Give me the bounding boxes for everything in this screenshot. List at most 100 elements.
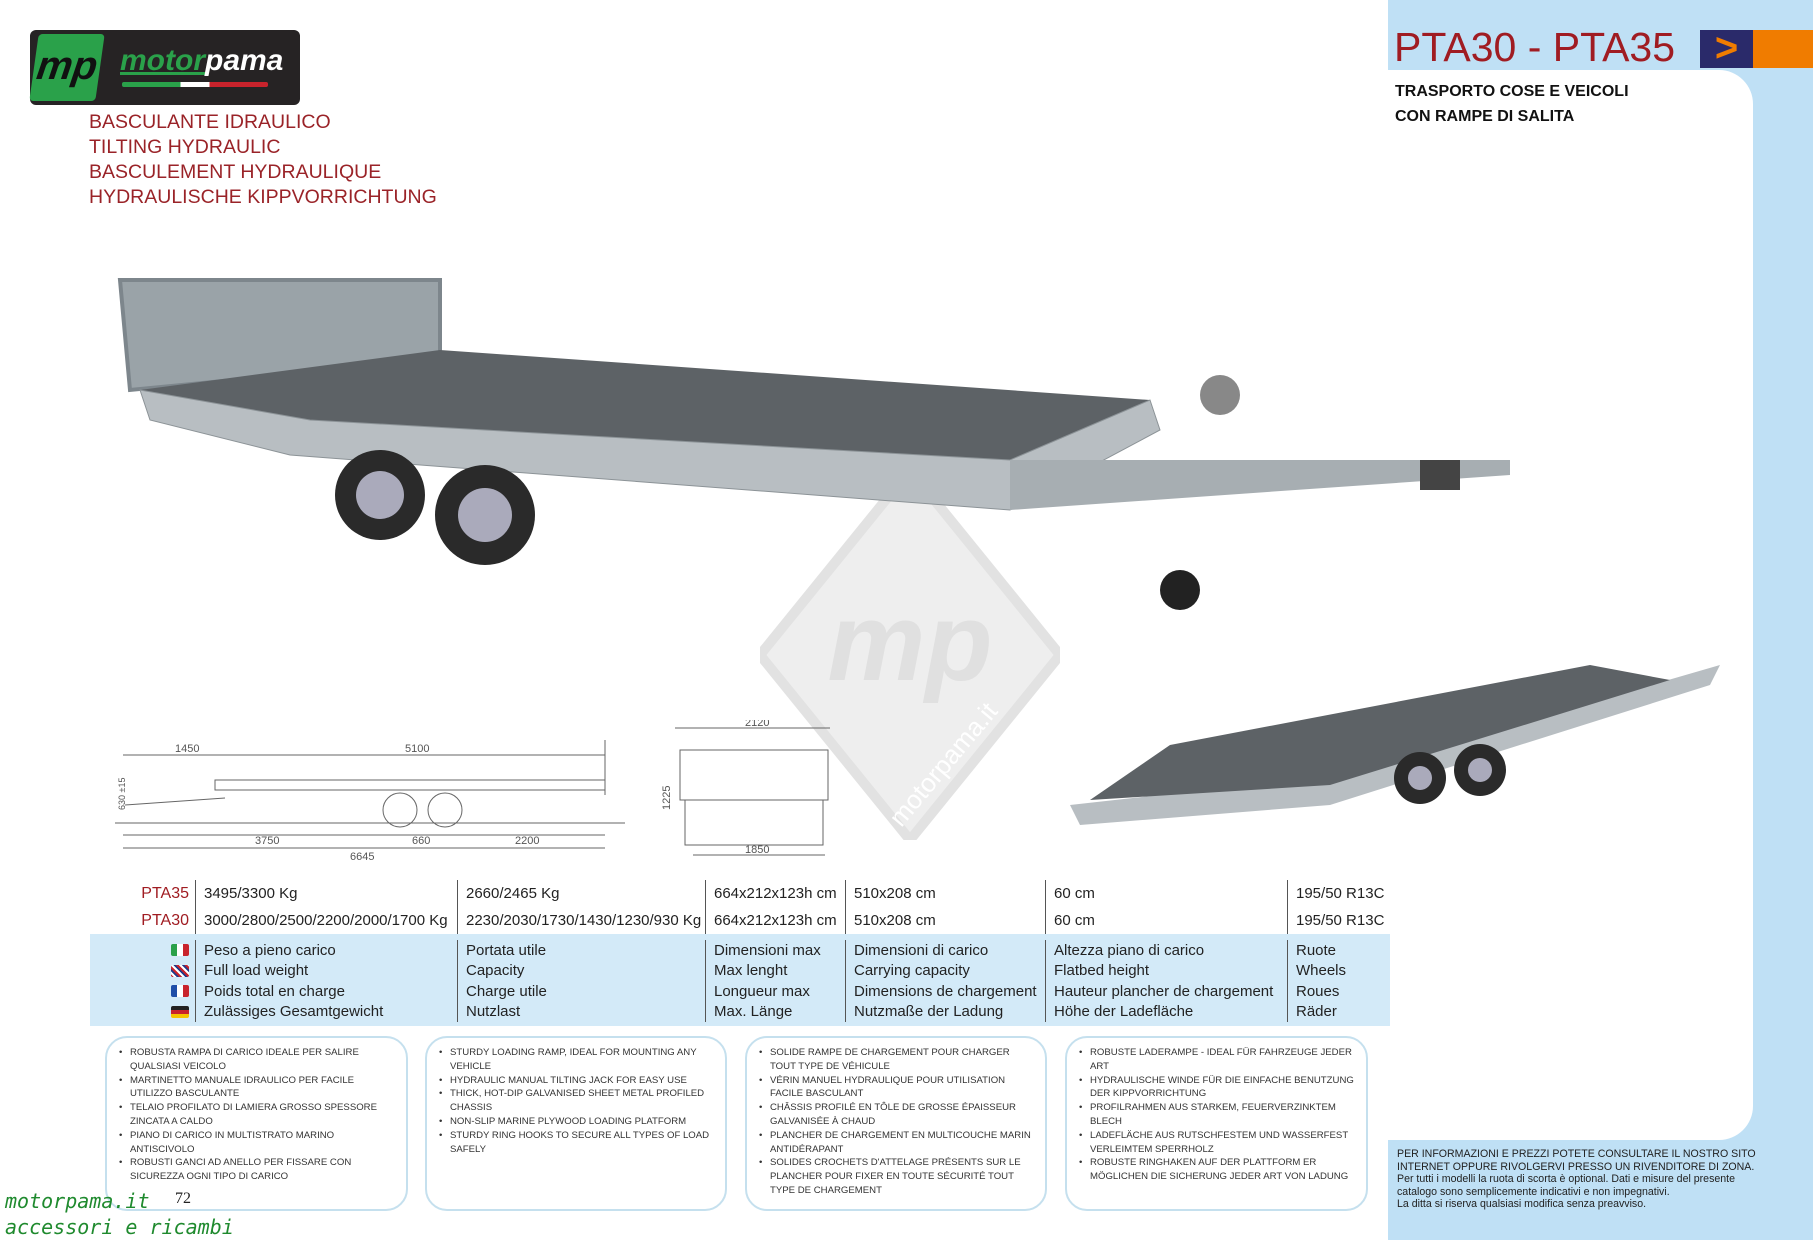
- dim-label: 6645: [350, 851, 374, 863]
- flag-en-icon: [171, 964, 189, 977]
- dim-label: 5100: [405, 743, 429, 755]
- brand-logo: mp motorpama: [29, 30, 300, 105]
- dim-label: 1225: [661, 786, 673, 810]
- feature-item: CHÂSSIS PROFILÉ EN TÔLE DE GROSSE ÉPAISS…: [759, 1101, 1035, 1129]
- table-cell: 60 cm: [1045, 907, 1287, 934]
- label-cell: Dimensioni di carico: [845, 940, 1045, 961]
- table-cell: 3495/3300 Kg: [195, 880, 457, 907]
- feature-item: SOLIDES CROCHETS D'ATTELAGE PRÉSENTS SUR…: [759, 1156, 1035, 1197]
- feature-item: THICK, HOT-DIP GALVANISED SHEET METAL PR…: [439, 1087, 715, 1115]
- site-url[interactable]: motorpama.it: [5, 1189, 150, 1213]
- label-cell: Flatbed height: [1045, 960, 1287, 981]
- footer-note: PER INFORMAZIONI E PREZZI POTETE CONSULT…: [1397, 1148, 1809, 1211]
- page-title: PTA30 - PTA35: [1394, 24, 1676, 70]
- feature-item: MARTINETTO MANUALE IDRAULICO PER FACILE …: [119, 1074, 396, 1102]
- trailer-photo-tilted: [1070, 665, 1720, 825]
- table-cell: 2660/2465 Kg: [457, 880, 705, 907]
- table-cell: 664x212x123h cm: [705, 907, 845, 934]
- table-cell: 2230/2030/1730/1430/1230/930 Kg: [457, 907, 705, 934]
- feature-item: PLANCHER DE CHARGEMENT EN MULTICOUCHE MA…: [759, 1129, 1035, 1157]
- feature-item: ROBUSTI GANCI AD ANELLO PER FISSARE CON …: [119, 1156, 396, 1184]
- table-cell: 60 cm: [1045, 880, 1287, 907]
- feature-item: HYDRAULIC MANUAL TILTING JACK FOR EASY U…: [439, 1074, 715, 1088]
- mp-logo-icon: mp: [29, 34, 105, 101]
- orange-tab: [1753, 30, 1813, 68]
- feature-headings: BASCULANTE IDRAULICO TILTING HYDRAULIC B…: [89, 110, 437, 210]
- features-en: STURDY LOADING RAMP, IDEAL FOR MOUNTING …: [425, 1036, 727, 1211]
- label-cell: Höhe der Ladefläche: [1045, 1001, 1287, 1022]
- logo-text-green: motor: [120, 44, 205, 77]
- dim-label: 630 ±15: [117, 778, 127, 810]
- dim-label: 1850: [745, 844, 769, 856]
- label-cell: Charge utile: [457, 981, 705, 1002]
- heading-de: HYDRAULISCHE KIPPVORRICHTUNG: [89, 186, 437, 208]
- trailer-photo: [117, 278, 1510, 610]
- features-it: ROBUSTA RAMPA DI CARICO IDEALE PER SALIR…: [105, 1036, 408, 1211]
- svg-text:mp: mp: [828, 581, 993, 704]
- label-cell: Wheels: [1287, 960, 1390, 981]
- model-name: PTA30: [141, 911, 189, 929]
- model-name: PTA35: [141, 884, 189, 902]
- features-fr: SOLIDE RAMPE DE CHARGEMENT POUR CHARGER …: [745, 1036, 1047, 1211]
- label-cell: Roues: [1287, 981, 1390, 1002]
- feature-item: SOLIDE RAMPE DE CHARGEMENT POUR CHARGER …: [759, 1046, 1035, 1074]
- technical-drawing: 1450 5100 3750 660 2200 6645 630 ±15 212…: [115, 720, 830, 863]
- footer-line: PER INFORMAZIONI E PREZZI POTETE CONSULT…: [1397, 1148, 1756, 1160]
- label-cell: Dimensions de chargement: [845, 981, 1045, 1002]
- page-number: 72: [175, 1190, 191, 1207]
- table-cell: 195/50 R13C: [1287, 880, 1390, 907]
- site-tagline: accessori e ricambi: [5, 1215, 234, 1239]
- next-arrow-icon[interactable]: >: [1700, 28, 1753, 68]
- features-de: ROBUSTE LADERAMPE - IDEAL FÜR FAHRZEUGE …: [1065, 1036, 1368, 1211]
- flag-it-icon: [171, 944, 189, 957]
- label-cell: Nutzlast: [457, 1001, 705, 1022]
- flag-de-icon: [171, 1005, 189, 1018]
- feature-item: PIANO DI CARICO IN MULTISTRATO MARINO AN…: [119, 1129, 396, 1157]
- footer-line: La ditta si riserva qualsiasi modifica s…: [1397, 1198, 1647, 1211]
- subtitle-line: CON RAMPE DI SALITA: [1395, 108, 1575, 125]
- logo-text: motorpama: [120, 44, 283, 78]
- heading-en: TILTING HYDRAULIC: [89, 136, 281, 158]
- dim-label: 1450: [175, 743, 199, 755]
- label-cell: Longueur max: [705, 981, 845, 1002]
- feature-item: NON-SLIP MARINE PLYWOOD LOADING PLATFORM: [439, 1115, 715, 1129]
- label-cell: Altezza piano di carico: [1045, 940, 1287, 961]
- watermark-logo: mp motorpama.it: [760, 470, 1060, 840]
- label-cell: Nutzmaße der Ladung: [845, 1001, 1045, 1022]
- label-cell: Ruote: [1287, 940, 1390, 961]
- feature-item: STURDY RING HOOKS TO SECURE ALL TYPES OF…: [439, 1129, 715, 1157]
- lang-flag-cell: [90, 940, 195, 961]
- table-cell: 510x208 cm: [845, 907, 1045, 934]
- label-cell: Dimensioni max: [705, 940, 845, 961]
- label-cell: Peso a pieno carico: [195, 940, 457, 961]
- table-row: PTA35 3495/3300 Kg 2660/2465 Kg 664x212x…: [90, 880, 1390, 907]
- feature-item: STURDY LOADING RAMP, IDEAL FOR MOUNTING …: [439, 1046, 715, 1074]
- lang-flag-cell: [90, 961, 195, 982]
- feature-item: HYDRAULISCHE WINDE FÜR DIE EINFACHE BENU…: [1079, 1074, 1356, 1102]
- table-row: PTA30 3000/2800/2500/2200/2000/1700 Kg 2…: [90, 907, 1390, 934]
- dim-label: 660: [412, 835, 430, 847]
- table-cell: 195/50 R13C: [1287, 907, 1390, 934]
- label-cell: Portata utile: [457, 940, 705, 961]
- label-cell: Räder: [1287, 1001, 1390, 1022]
- heading-fr: BASCULEMENT HYDRAULIQUE: [89, 161, 382, 183]
- feature-item: TELAIO PROFILATO DI LAMIERA GROSSO SPESS…: [119, 1101, 396, 1129]
- label-cell: Max lenght: [705, 960, 845, 981]
- subtitle: TRASPORTO COSE E VEICOLI CON RAMPE DI SA…: [1395, 79, 1629, 129]
- dim-label: 2200: [515, 835, 539, 847]
- flag-fr-icon: [171, 985, 189, 998]
- dim-label: 3750: [255, 835, 279, 847]
- spec-table: PTA35 3495/3300 Kg 2660/2465 Kg 664x212x…: [90, 880, 1390, 1026]
- footer-line: Per tutti i modelli la ruota di scorta è…: [1397, 1173, 1735, 1186]
- label-cell: Zulässiges Gesamtgewicht: [195, 1001, 457, 1022]
- dim-label: 2120: [745, 720, 769, 729]
- heading-it: BASCULANTE IDRAULICO: [89, 111, 331, 133]
- footer-line: INTERNET OPPURE RIVOLGERVI PRESSO UN RIV…: [1397, 1160, 1755, 1173]
- label-cell: Hauteur plancher de chargement: [1045, 981, 1287, 1002]
- table-cell: 510x208 cm: [845, 880, 1045, 907]
- feature-item: ROBUSTA RAMPA DI CARICO IDEALE PER SALIR…: [119, 1046, 396, 1074]
